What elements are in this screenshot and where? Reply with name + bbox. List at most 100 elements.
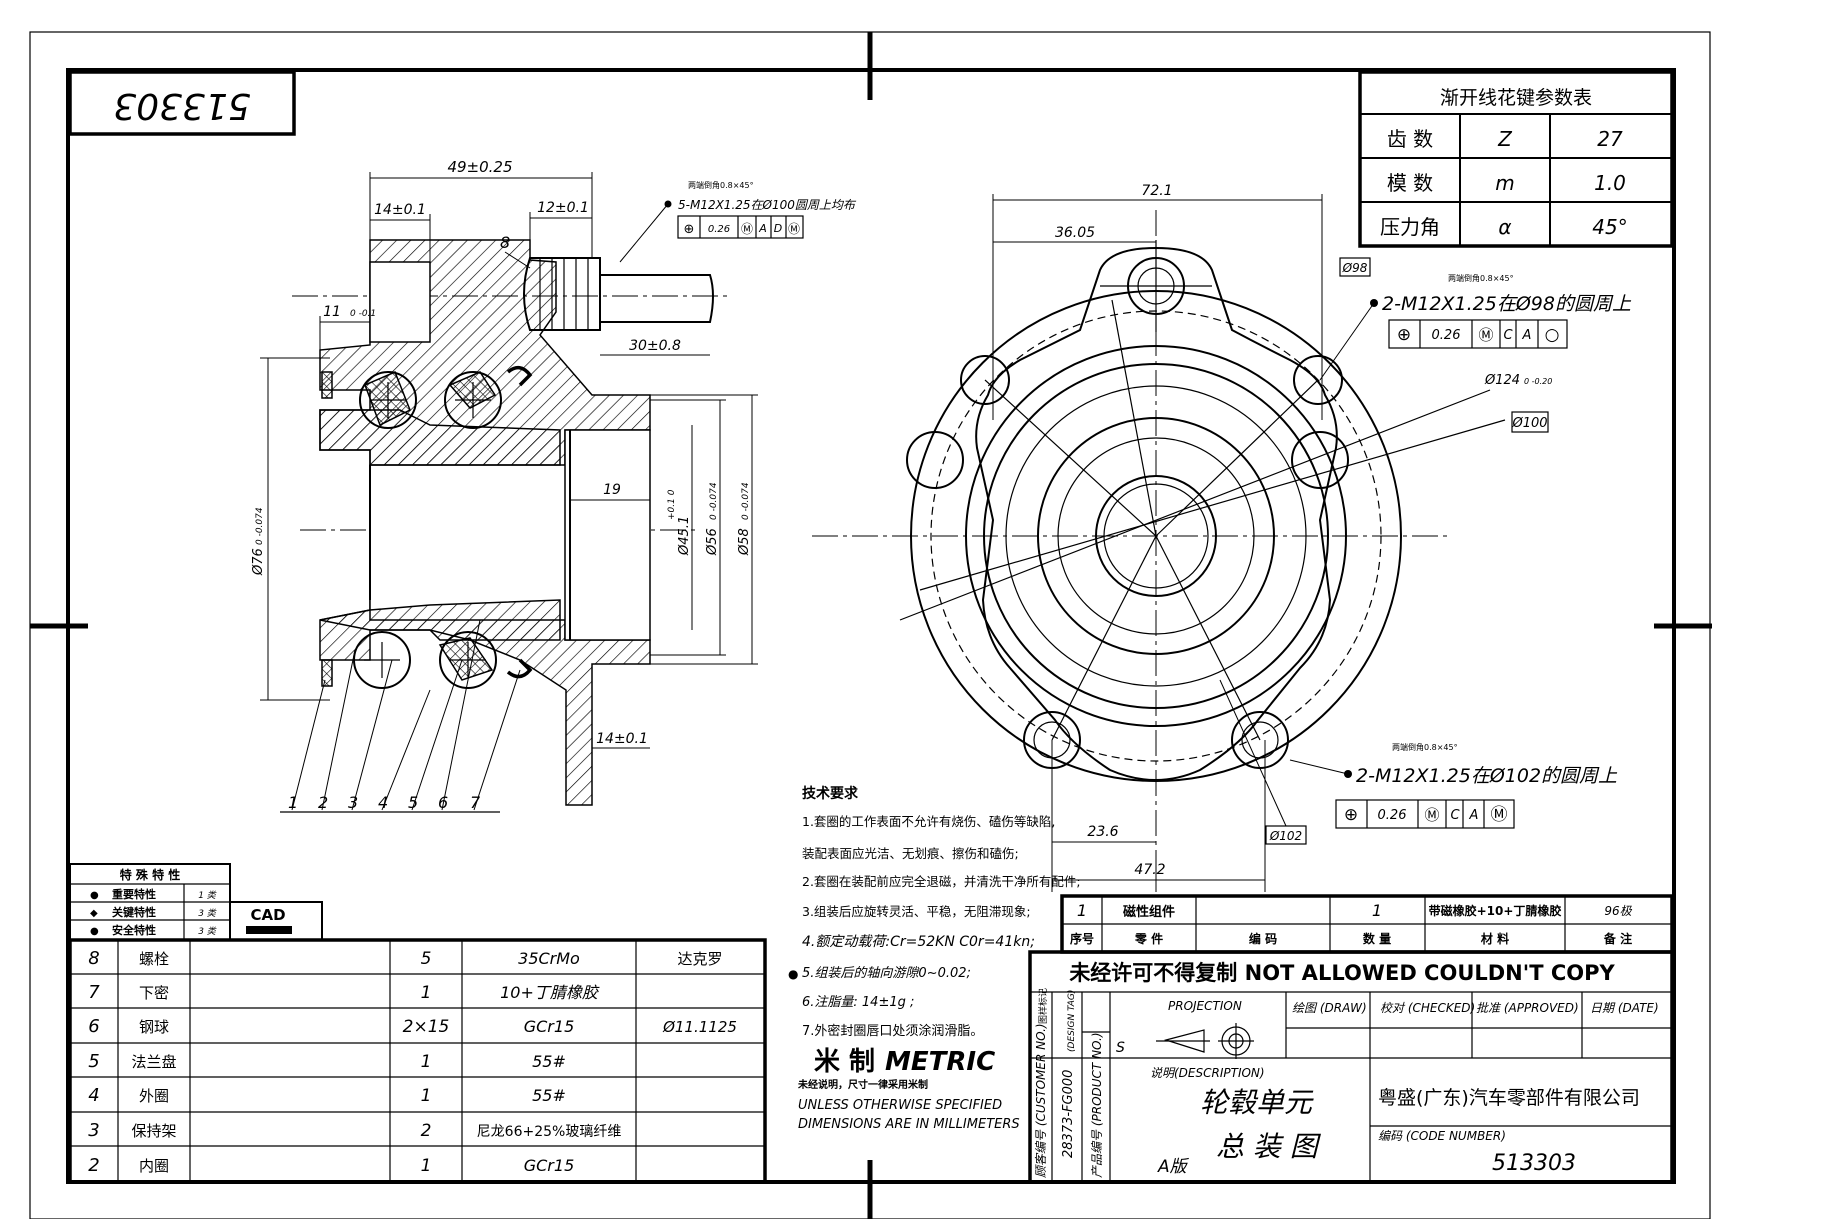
tech-line-5: 5.组装后的轴向游隙0~0.02;	[802, 966, 971, 981]
dim-bore-depth: 19	[603, 482, 621, 498]
front-fcf1-4: A	[1522, 328, 1532, 343]
dim-dia-58-tol: 0 -0.074	[741, 482, 751, 520]
bom-top-h-code: 编 码	[1248, 931, 1277, 946]
bom-6-no: 2	[88, 1155, 99, 1176]
dim-offset: 11	[323, 304, 341, 320]
spline-row-0-sym: Z	[1497, 127, 1513, 151]
checked-label: 校对 (CHECKED)	[1380, 1001, 1475, 1015]
front-fcf2-0: ⊕	[1344, 805, 1358, 825]
spline-row-1-name: 模 数	[1387, 171, 1433, 195]
bom-0-no: 8	[88, 948, 99, 969]
bom-top-name: 磁性组件	[1123, 904, 1175, 920]
bom-3-name: 法兰盘	[131, 1053, 176, 1071]
svg-text:◆: ◆	[90, 908, 98, 919]
bom-5-no: 3	[88, 1120, 99, 1141]
bom-4-name: 外圈	[139, 1087, 169, 1105]
tech-line-2: 2.套圈在装配前应完全退磁，并清洗干净所有配件;	[802, 874, 1081, 889]
dim-d124-tol: 0 -0.20	[1524, 377, 1552, 386]
tech-line-6: 6.注脂量: 14±1g ;	[802, 995, 914, 1010]
char-row-0-grade: 1 类	[198, 890, 217, 901]
balloon-7: 7	[470, 793, 481, 812]
bom-top-h-qty: 数 量	[1363, 931, 1391, 946]
tech-line-3: 3.组装后应旋转灵活、平稳，无阻滞现象;	[802, 904, 1031, 919]
metric-cn: 米 制	[814, 1047, 875, 1077]
svg-text:●: ●	[90, 890, 99, 901]
bom-3-qty: 1	[421, 1052, 432, 1072]
char-row-1-name: 关键特性	[112, 905, 156, 919]
front-fcf1-0: ⊕	[1397, 325, 1411, 345]
projection-label: PROJECTION	[1168, 999, 1242, 1013]
tech-line-7: 7.外密封圈唇口处须涂润滑脂。	[802, 1023, 983, 1039]
technical-requirements: 技术要求 1.套圈的工作表面不允许有烧伤、磕伤等缺陷, 装配表面应光洁、无划痕、…	[788, 785, 1081, 1132]
dim-72: 72.1	[1141, 183, 1172, 199]
tech-title: 技术要求	[802, 785, 859, 802]
copy-warning: 未经许可不得复制 NOT ALLOWED COULDN'T COPY	[1069, 961, 1615, 985]
date-label: 日期 (DATE)	[1590, 1001, 1659, 1015]
bom-4-no: 4	[88, 1085, 99, 1106]
front-fcf1-1: 0.26	[1432, 328, 1461, 343]
spline-row-0-name: 齿 数	[1387, 127, 1433, 151]
bom-2-mat: GCr15	[524, 1017, 575, 1036]
projection-symbol	[1156, 1023, 1254, 1059]
sheet-border	[29, 31, 1712, 1219]
bom-top-qty: 1	[1372, 901, 1382, 920]
side-dims-top: 49±0.25 14±0.1 12±0.1 11 0 -0.1 30±0.8 8	[319, 158, 710, 372]
bom-0-mat: 35CrMo	[518, 949, 580, 968]
front-fcf2-4: A	[1469, 808, 1479, 823]
design-tag-value: S	[1116, 1040, 1125, 1056]
part-balloons: 1 2 3 4 5 6 7	[280, 619, 521, 813]
description-2: 总 装 图	[1216, 1130, 1322, 1163]
dim-23: 23.6	[1087, 824, 1118, 840]
bom-2-qty: 2×15	[403, 1017, 450, 1037]
version: A版	[1157, 1157, 1190, 1177]
svg-text:●: ●	[90, 926, 99, 937]
bom-5-name: 保持架	[131, 1122, 176, 1140]
front-view: 72.1 36.05 23.6 47.2 Ø98 Ø124 0 -0.20 Ø1…	[812, 183, 1632, 892]
bom-top-h-note: 备 注	[1603, 931, 1632, 946]
dim-dia-76-tol: 0 -0.074	[255, 507, 265, 545]
bom-2-note: Ø11.1125	[662, 1018, 737, 1036]
bom-4-qty: 1	[421, 1086, 432, 1106]
bom-1-no: 7	[88, 982, 100, 1003]
dim-d98: Ø98	[1342, 261, 1368, 275]
tech-line-1: 装配表面应光洁、无划痕、擦伤和磕伤;	[802, 846, 1019, 861]
front-dims: 72.1 36.05 23.6 47.2 Ø98 Ø124 0 -0.20 Ø1…	[992, 183, 1552, 892]
dim-offset-tol: 0 -0.1	[350, 309, 376, 319]
bom-top-note: 96极	[1604, 904, 1632, 918]
spline-row-2-name: 压力角	[1380, 215, 1440, 239]
dim-dia-58: Ø58	[737, 528, 752, 556]
side-dims-vertical: Ø76 0 -0.074 Ø45.1 +0.1 0 Ø56 0 -0.074 Ø…	[251, 357, 758, 749]
bom-5-mat: 尼龙66+25%玻璃纤维	[477, 1123, 622, 1140]
bom-2-name: 钢球	[139, 1018, 169, 1036]
bom-5-qty: 2	[421, 1121, 432, 1141]
bom-3-mat: 55#	[532, 1052, 566, 1071]
dim-dia-56: Ø56	[705, 528, 720, 556]
front-note2-main: 2-M12X1.25在Ø102的圆周上	[1356, 765, 1618, 787]
spline-row-1-sym: m	[1495, 171, 1514, 195]
dim-dia-45-tol: +0.1 0	[667, 489, 677, 520]
front-fcf2-1: 0.26	[1378, 808, 1407, 823]
side-section-view: 49±0.25 14±0.1 12±0.1 11 0 -0.1 30±0.8 8…	[251, 158, 857, 813]
char-header: 特 殊 特 性	[120, 867, 181, 882]
bom-6-qty: 1	[421, 1156, 432, 1176]
company-name: 粤盛(广东)汽车零部件有限公司	[1378, 1087, 1640, 1109]
dim-d102: Ø102	[1269, 829, 1302, 843]
dim-dia-45: Ø45.1	[677, 516, 692, 556]
bom-top-table: 1 磁性组件 1 带磁橡胶+10+丁腈橡胶 96极 序号 零 件 编 码 数 量…	[1060, 894, 1674, 954]
dim-flange-right: 12±0.1	[537, 200, 589, 216]
metric-note-en2: DIMENSIONS ARE IN MILLIMETERS	[798, 1117, 1020, 1132]
spline-row-2-val: 45°	[1592, 215, 1627, 239]
char-row-0-name: 重要特性	[112, 887, 156, 901]
dim-d124: Ø124	[1484, 373, 1520, 388]
front-fcf1-5: ○	[1545, 325, 1560, 345]
dim-dia-76: Ø76	[251, 548, 266, 576]
title-block: 未经许可不得复制 NOT ALLOWED COULDN'T COPY 图样标记 …	[1028, 950, 1674, 1184]
front-fcf2-5: Ⓜ	[1491, 805, 1508, 825]
dim-bottom-width: 14±0.1	[596, 731, 648, 747]
bom-top-mat: 带磁橡胶+10+丁腈橡胶	[1429, 903, 1562, 918]
customer-no: 28373-FG000	[1061, 1070, 1076, 1158]
spline-row-1-val: 1.0	[1594, 171, 1626, 195]
code-number: 513303	[1492, 1151, 1576, 1176]
bom-1-qty: 1	[421, 983, 432, 1003]
